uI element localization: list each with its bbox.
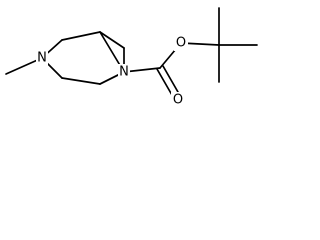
bond-c4-c5 bbox=[61, 77, 101, 85]
molecule-structure: N N O O bbox=[5, 7, 258, 108]
atom-n8-label: N bbox=[119, 65, 129, 80]
atom-o-ester-label: O bbox=[176, 36, 186, 51]
n8-background bbox=[118, 64, 130, 80]
bond-c2-c1 bbox=[61, 31, 101, 41]
atom-o-carbonyl-label: O bbox=[173, 93, 183, 108]
o-carbonyl-background bbox=[171, 92, 185, 108]
atom-n3-label: N bbox=[37, 51, 47, 66]
n3-background bbox=[36, 50, 48, 66]
bond-c1-c7 bbox=[99, 31, 125, 49]
o-ester-background bbox=[174, 35, 188, 51]
